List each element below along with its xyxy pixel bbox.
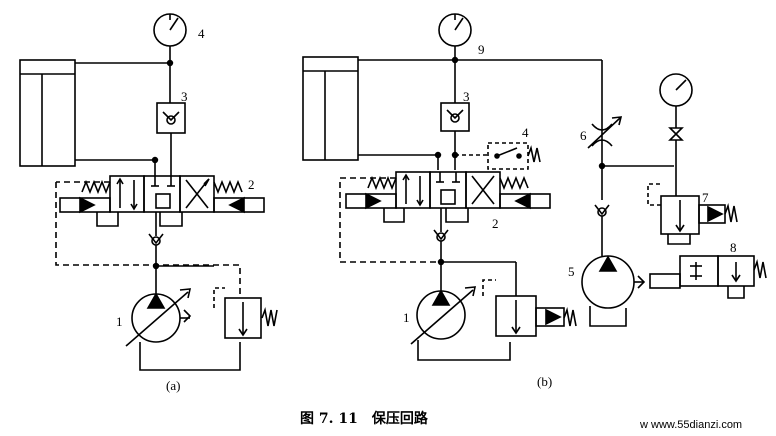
check-valve-icon [156,102,186,176]
cylinder-b [302,56,359,161]
directional-valve-2-icon [345,171,551,223]
check-valve-2-icon [148,212,164,270]
label-b-5: 5 [568,264,575,279]
pressure-gauge-icon [153,13,187,103]
pressure-switch-icon [487,142,541,170]
check-valve-5-icon [594,204,610,256]
panel-a [19,13,278,371]
label-b-4: 4 [522,125,529,140]
panel-b [302,13,767,361]
label-b-3: 3 [463,89,470,104]
label-a-sub: (a) [166,378,180,393]
label-b-6: 6 [580,128,587,143]
pressure-gauge-2-icon [438,13,472,103]
label-b-9: 9 [478,42,485,57]
label-b-sub: (b) [537,374,552,389]
throttle-valve-icon [587,116,623,149]
figure-caption: 图 7. 11 保压回路 [300,410,429,427]
unload-valve-icon [649,255,767,299]
label-b-1: 1 [403,310,410,325]
relief-valve-icon [156,265,278,339]
label-b-8: 8 [730,240,737,255]
pilot-lines-b [339,177,441,263]
pilot-lines [55,181,241,298]
variable-pump-icon [125,266,241,371]
label-a-4: 4 [198,26,205,41]
relief-valve-2-icon [482,279,577,337]
watermark: w www.55dianzi.com [639,419,742,431]
variable-pump-2-icon [410,262,511,361]
label-a-2: 2 [248,177,255,192]
relief-valve-3-icon [647,183,738,245]
cylinder-a [19,59,76,167]
label-a-3: 3 [181,89,188,104]
directional-valve-icon [59,175,265,227]
check-valve-3-icon [440,102,470,170]
labels: 4 3 2 1 (a) 9 3 4 2 6 1 5 7 8 (b) 图 7. 1… [116,26,742,431]
label-b-7: 7 [702,190,709,205]
label-a-1: 1 [116,314,123,329]
label-b-2: 2 [492,216,499,231]
pressure-gauge-3-icon [659,73,693,196]
aux-pump-icon [581,255,646,327]
